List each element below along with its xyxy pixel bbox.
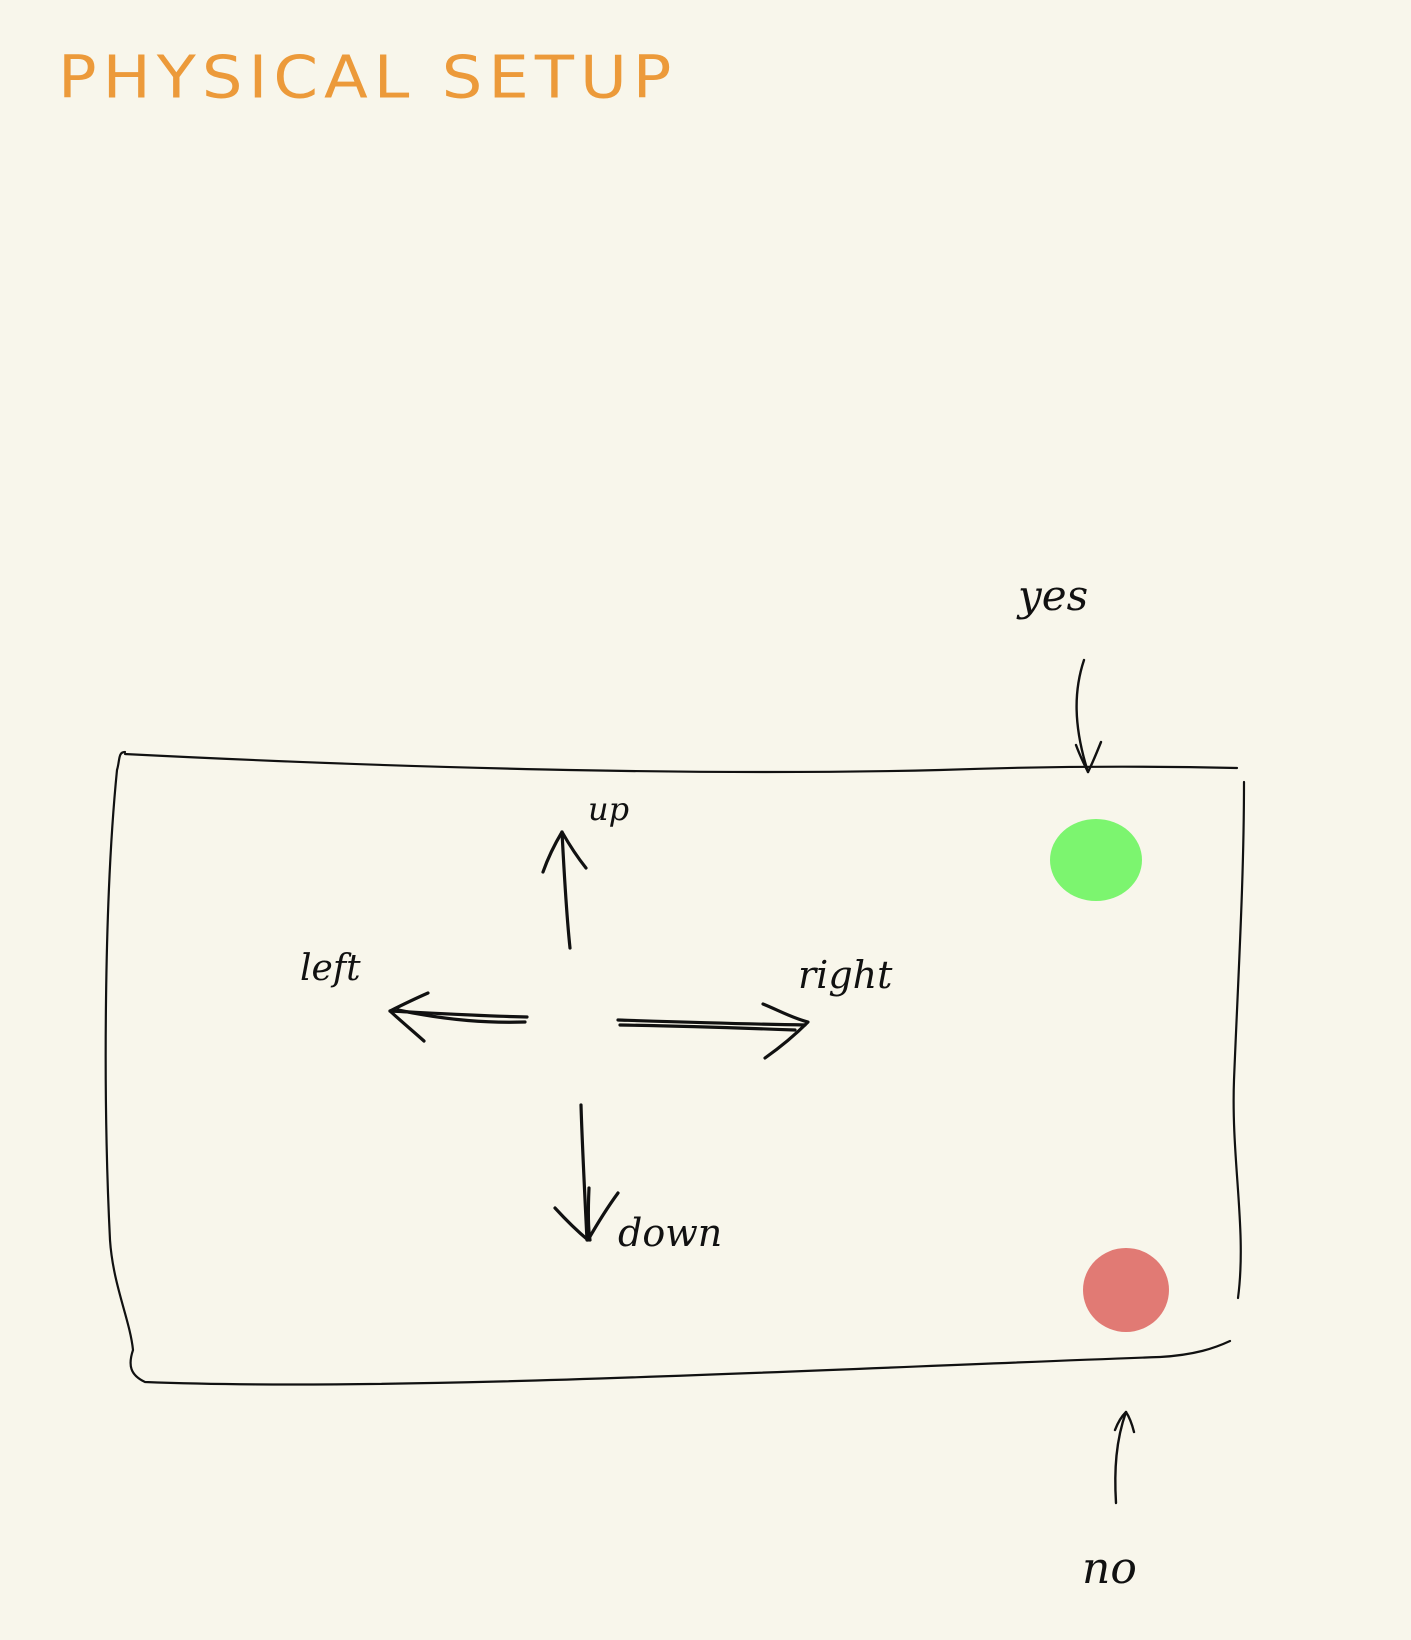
right-label: right — [798, 953, 893, 997]
yes-label: yes — [1016, 571, 1088, 620]
left-label: left — [300, 948, 361, 989]
down-arrow — [553, 1103, 620, 1242]
up-label: up — [588, 790, 629, 828]
down-label: down — [618, 1211, 722, 1255]
left-arrow — [388, 991, 529, 1043]
up-arrow — [541, 830, 588, 950]
yes-button-dot — [1050, 819, 1142, 901]
yes-pointer-arrow — [1074, 658, 1103, 774]
no-label: no — [1082, 1543, 1137, 1594]
page-title: PHYSICAL SETUP — [58, 44, 678, 113]
right-arrow — [616, 1002, 810, 1060]
no-button-dot — [1083, 1248, 1169, 1332]
device-outline — [104, 750, 1246, 1386]
no-pointer-arrow — [1113, 1410, 1136, 1505]
